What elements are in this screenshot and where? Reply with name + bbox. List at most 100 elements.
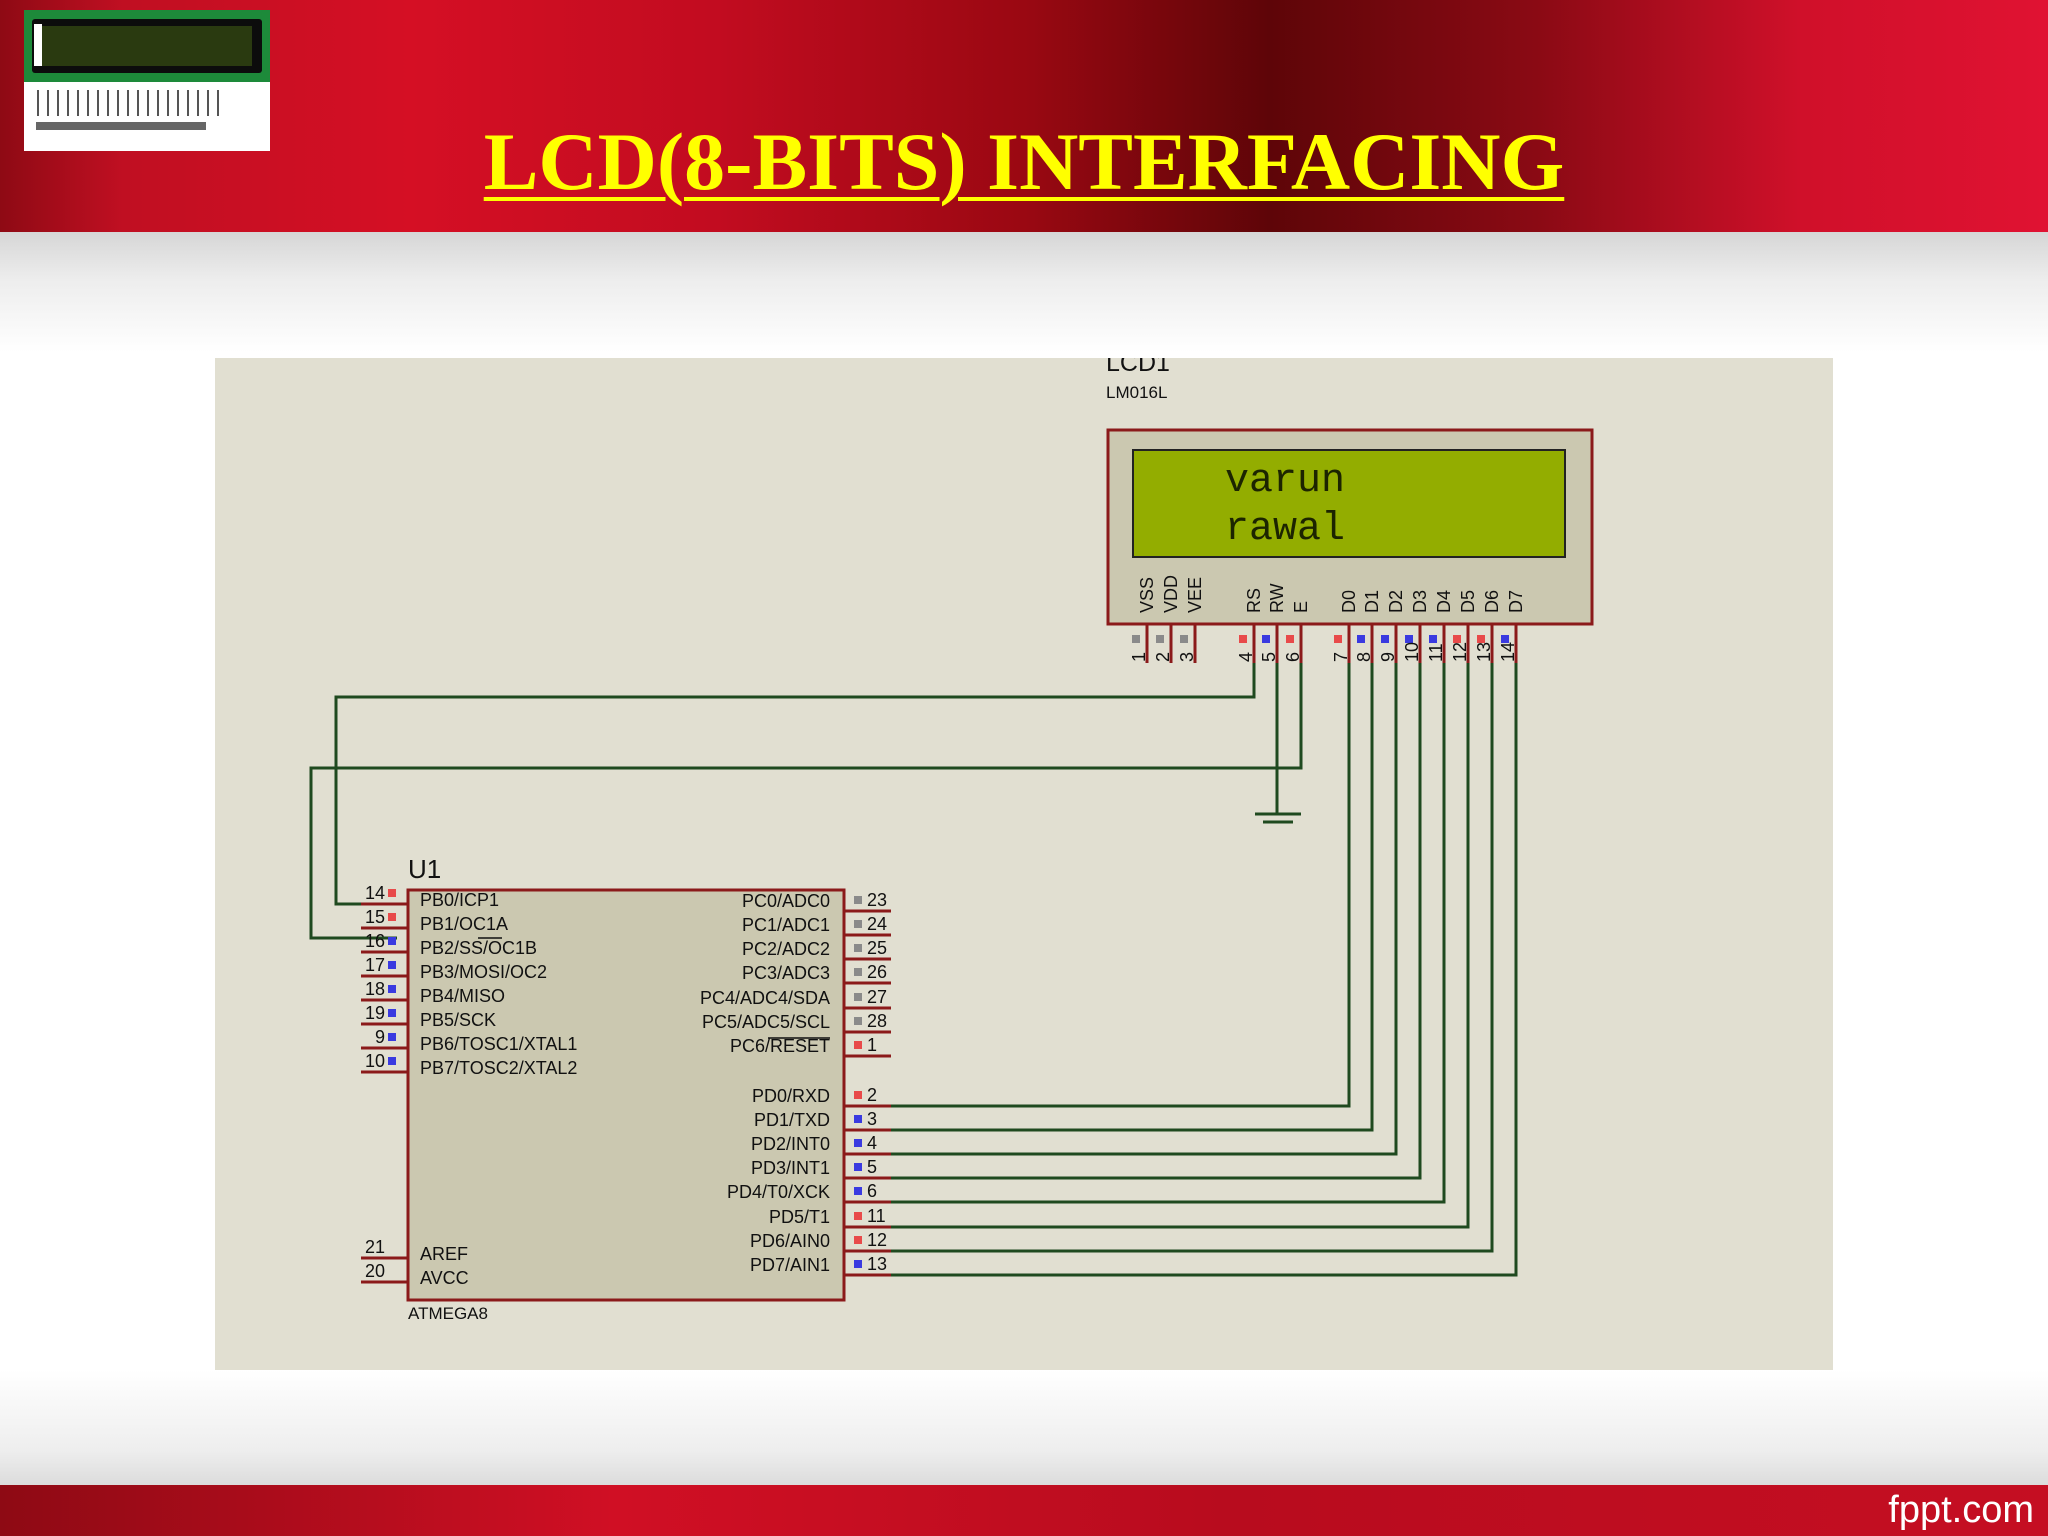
mcu-pin-name: PB6/TOSC1/XTAL1 — [420, 1034, 577, 1054]
lcd-pin-state-marker — [1477, 635, 1485, 643]
mcu-pin-number: 9 — [375, 1027, 385, 1047]
wires — [309, 663, 1518, 1277]
lcd-pin-state-marker — [1429, 635, 1437, 643]
lcd-pin-state-marker — [1357, 635, 1365, 643]
lcd-pin-number: 7 — [1331, 652, 1351, 662]
lcd-pin-state-marker — [1453, 635, 1461, 643]
lcd-thumbnail-icon — [24, 10, 270, 151]
mcu-pin-state-marker — [854, 1041, 862, 1049]
mcu-pin-number: 10 — [365, 1051, 385, 1071]
lcd-pin-name: D2 — [1386, 590, 1406, 613]
mcu-pin-state-marker — [854, 968, 862, 976]
mcu-part-label: ATMEGA8 — [408, 1304, 488, 1323]
mcu-pin-number: 26 — [867, 962, 887, 982]
mcu-pin-state-marker — [388, 1057, 396, 1065]
mcu-pin-name: PB2/SS/OC1B — [420, 938, 537, 958]
lcd-ref-label: LCD1 — [1106, 358, 1170, 377]
lcd-pin-state-marker — [1180, 635, 1188, 643]
mcu-pin-name: PB1/OC1A — [420, 914, 508, 934]
mcu-pin-number: 27 — [867, 987, 887, 1007]
mcu-pin-state-marker — [388, 1009, 396, 1017]
mcu-pin-state-marker — [388, 985, 396, 993]
banner-shadow — [0, 232, 2048, 352]
mcu-pin-state-marker — [854, 1139, 862, 1147]
mcu-pin-name: PC3/ADC3 — [742, 963, 830, 983]
mcu-pin-state-marker — [854, 896, 862, 904]
lcd-pin-name: D0 — [1339, 590, 1359, 613]
mcu-chip — [406, 888, 846, 1302]
lcd-pin-name: VEE — [1185, 577, 1205, 613]
mcu-pin-name: PD5/T1 — [769, 1207, 830, 1227]
mcu-pin-number: 5 — [867, 1157, 877, 1177]
mcu-pin-number: 23 — [867, 890, 887, 910]
mcu-pin-number: 17 — [365, 955, 385, 975]
mcu-pin-number: 3 — [867, 1109, 877, 1129]
footer-shadow — [0, 1370, 2048, 1485]
mcu-pin-state-marker — [388, 937, 396, 945]
lcd-pin-number: 2 — [1153, 652, 1173, 662]
mcu-pin-state-marker — [388, 1033, 396, 1041]
lcd-pin-name: D3 — [1410, 590, 1430, 613]
lcd-pin-name: D4 — [1434, 590, 1454, 613]
mcu-pin-number: 25 — [867, 938, 887, 958]
mcu-pin-number: 24 — [867, 914, 887, 934]
mcu-pin-state-marker — [388, 961, 396, 969]
mcu-pin-name: AREF — [420, 1244, 468, 1264]
lcd-pin-state-marker — [1156, 635, 1164, 643]
mcu-pin-name: PD0/RXD — [752, 1086, 830, 1106]
lcd-pin-name: RS — [1244, 588, 1264, 613]
page-title: LCD(8-BITS) INTERFACING — [483, 116, 1565, 207]
mcu-pin-number: 20 — [365, 1261, 385, 1281]
mcu-pin-name: PD6/AIN0 — [750, 1231, 830, 1251]
mcu-pin-name: PD7/AIN1 — [750, 1255, 830, 1275]
mcu-pin-number: 12 — [867, 1230, 887, 1250]
lcd-pin-number: 5 — [1259, 652, 1279, 662]
lcd-pin-name: D1 — [1362, 590, 1382, 613]
mcu-pin-name: PD4/T0/XCK — [727, 1182, 830, 1202]
footer-brand: fppt.com — [1888, 1489, 2034, 1531]
lcd-pin-state-marker — [1286, 635, 1294, 643]
lcd-pin-number: 3 — [1177, 652, 1197, 662]
mcu-pin-name: PB5/SCK — [420, 1010, 496, 1030]
mcu-pin-state-marker — [854, 944, 862, 952]
lcd-pin-name: VSS — [1137, 577, 1157, 613]
mcu-pin-state-marker — [854, 993, 862, 1001]
mcu-pin-number: 6 — [867, 1181, 877, 1201]
mcu-pin-name: PC6/RESET — [730, 1036, 830, 1056]
lcd-pin-state-marker — [1239, 635, 1247, 643]
footer-banner: fppt.com — [0, 1485, 2048, 1536]
mcu-pin-state-marker — [854, 1260, 862, 1268]
mcu-pin-name: PC5/ADC5/SCL — [702, 1012, 830, 1032]
lcd-pin-state-marker — [1334, 635, 1342, 643]
mcu-pin-name: PB7/TOSC2/XTAL2 — [420, 1058, 577, 1078]
mcu-pin-state-marker — [854, 1115, 862, 1123]
mcu-pin-number: 4 — [867, 1133, 877, 1153]
title-banner — [0, 0, 2048, 232]
lcd-pin-state-marker — [1501, 635, 1509, 643]
mcu-pin-name: PB0/ICP1 — [420, 890, 499, 910]
mcu-pin-number: 11 — [867, 1206, 886, 1226]
mcu-ref-label: U1 — [408, 854, 441, 884]
mcu-pin-state-marker — [388, 889, 396, 897]
mcu-pin-name: PD3/INT1 — [751, 1158, 830, 1178]
mcu-pin-number: 18 — [365, 979, 385, 999]
mcu-pin-number: 1 — [867, 1035, 877, 1055]
mcu-pin-state-marker — [854, 1163, 862, 1171]
mcu-pin-name: PB4/MISO — [420, 986, 505, 1006]
mcu-pin-state-marker — [388, 913, 396, 921]
mcu-pin-state-marker — [854, 1236, 862, 1244]
lcd-pin-number: 1 — [1129, 652, 1149, 662]
mcu-pin-state-marker — [854, 1091, 862, 1099]
mcu-pin-number: 28 — [867, 1011, 887, 1031]
lcd-pin-number: 8 — [1354, 652, 1374, 662]
lcd-screen — [1132, 449, 1566, 558]
mcu-pin-state-marker — [854, 1017, 862, 1025]
mcu-pin-name: PC4/ADC4/SDA — [700, 988, 830, 1008]
lcd-line-1: varun — [1225, 459, 1345, 504]
mcu-pin-state-marker — [854, 920, 862, 928]
lcd-pin-state-marker — [1381, 635, 1389, 643]
mcu-pin-number: 2 — [867, 1085, 877, 1105]
mcu-pin-number: 14 — [365, 883, 385, 903]
mcu-pin-number: 13 — [867, 1254, 887, 1274]
